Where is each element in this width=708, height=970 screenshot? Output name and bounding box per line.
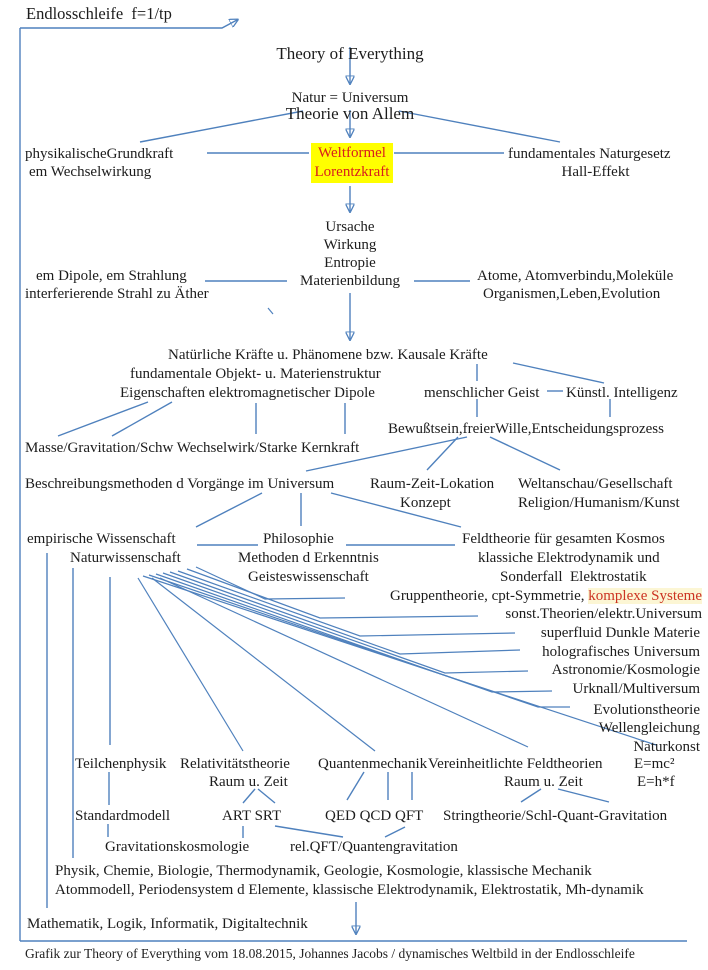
- node-urknall: Urknall/Multiversum: [572, 681, 701, 697]
- node-naturkonst: Naturkonst: [633, 739, 700, 755]
- node-feldtheorie: Feldtheorie für gesamten Kosmos: [462, 531, 665, 547]
- weltformel-line1: Weltformel: [318, 145, 386, 161]
- node-raum-zeit-rechts: Raum u. Zeit: [504, 774, 583, 790]
- node-mathematik-row: Mathematik, Logik, Informatik, Digitalte…: [27, 916, 308, 932]
- stray-tick: [267, 307, 274, 315]
- node-sonderfall-elektrostatik: Sonderfall Elektrostatik: [500, 569, 647, 585]
- node-hall-effekt: Hall-Effekt: [561, 164, 630, 180]
- node-natur-universum: Natur = Universum: [291, 90, 409, 106]
- node-grundkraft: physikalischeGrundkraft: [25, 146, 174, 162]
- node-raum-zeit-links: Raum u. Zeit: [209, 774, 288, 790]
- node-naturgesetz: fundamentales Naturgesetz: [508, 146, 671, 162]
- node-superfluid: superfluid Dunkle Materie: [540, 625, 700, 641]
- node-methoden-erkenntnis: Methoden d Erkenntnis: [238, 550, 379, 566]
- node-stringtheorie: Stringtheorie/Schl-Quant-Gravitation: [443, 808, 668, 824]
- node-beschreibungsmethoden: Beschreibungsmethoden d Vorgänge im Univ…: [25, 476, 335, 492]
- node-materienbildung: Materienbildung: [300, 273, 400, 289]
- node-interferierende-strahl: interferierende Strahl zu Äther: [25, 286, 209, 302]
- node-em-dipole: em Dipole, em Strahlung: [36, 268, 187, 284]
- node-ehf: E=h*f: [637, 774, 675, 790]
- node-emc2: E=mc²: [634, 756, 675, 772]
- node-empirische-wissenschaft: empirische Wissenschaft: [27, 531, 176, 547]
- node-rel-qft: rel.QFT/Quantengravitation: [290, 839, 458, 855]
- node-atommodell-row: Atommodell, Periodensystem d Elemente, k…: [55, 882, 644, 898]
- diagram-caption: Grafik zur Theory of Everything vom 18.0…: [25, 946, 635, 961]
- node-eigenschaften-dipole: Eigenschaften elektromagnetischer Dipole: [120, 385, 375, 401]
- node-astronomie: Astronomie/Kosmologie: [551, 662, 700, 678]
- node-holografisches-universum: holografisches Universum: [542, 644, 700, 660]
- node-vereinheitlichte-feldtheorien: Vereinheitlichte Feldtheorien: [428, 756, 603, 772]
- node-relativitaetstheorie: Relativitätstheorie: [180, 756, 290, 772]
- node-geisteswissenschaft: Geisteswissenschaft: [248, 569, 369, 585]
- node-organismen: Organismen,Leben,Evolution: [483, 286, 661, 302]
- node-natuerliche-kraefte: Natürliche Kräfte u. Phänomene bzw. Kaus…: [168, 347, 488, 363]
- node-klassische-elektrodynamik: klassiche Elektrodynamik und: [478, 550, 660, 566]
- node-em-wechselwirkung: em Wechselwirkung: [29, 164, 152, 180]
- node-materienstruktur: fundamentale Objekt- u. Materienstruktur: [130, 366, 381, 382]
- node-komplexe-systeme-highlighted: komplexe Systeme: [588, 588, 702, 604]
- node-wellengleichung: Wellengleichung: [598, 720, 700, 736]
- node-weltformel-highlighted: Weltformel Lorentzkraft: [311, 143, 393, 183]
- node-ursache: Ursache: [325, 219, 375, 235]
- node-entropie: Entropie: [324, 255, 376, 271]
- node-naturwissenschaft: Naturwissenschaft: [70, 550, 181, 566]
- node-gruppentheorie: Gruppentheorie, cpt-Symmetrie, komplexe …: [390, 587, 702, 605]
- node-standardmodell: Standardmodell: [75, 808, 170, 824]
- title-line-de: Theorie von Allem: [285, 104, 415, 123]
- gruppentheorie-prefix: Gruppentheorie, cpt-Symmetrie,: [389, 588, 589, 604]
- node-physik-row: Physik, Chemie, Biologie, Thermodynamik,…: [55, 863, 592, 879]
- node-menschlicher-geist: menschlicher Geist: [424, 385, 540, 401]
- node-wirkung: Wirkung: [323, 237, 377, 253]
- diagram-title: Theory of Everything Theorie von Allem: [240, 4, 460, 164]
- node-masse-gravitation: Masse/Gravitation/Schw Wechselwirk/Stark…: [25, 440, 360, 456]
- node-sonst-theorien: sonst.Theorien/elektr.Universum: [505, 606, 702, 622]
- node-teilchenphysik: Teilchenphysik: [75, 756, 167, 772]
- node-philosophie: Philosophie: [263, 531, 334, 547]
- node-raum-zeit-lokation: Raum-Zeit-Lokation: [370, 476, 495, 492]
- left-vertical-lines: [46, 553, 111, 908]
- node-quantenmechanik: Quantenmechanik: [318, 756, 428, 772]
- node-atome: Atome, Atomverbindu,Moleküle: [477, 268, 674, 284]
- weltformel-line2: Lorentzkraft: [314, 164, 390, 180]
- node-konzept: Konzept: [400, 495, 451, 511]
- node-qed-qcd-qft: QED QCD QFT: [325, 808, 424, 824]
- node-weltanschau: Weltanschau/Gesellschaft: [518, 476, 673, 492]
- node-bewusstsein: Bewußtsein,freierWille,Entscheidungsproz…: [388, 421, 664, 437]
- node-religion: Religion/Humanism/Kunst: [518, 495, 680, 511]
- endless-loop-label: Endlosschleife f=1/tp: [26, 4, 172, 23]
- node-gravitationskosmologie: Gravitationskosmologie: [105, 839, 250, 855]
- node-evolutionstheorie: Evolutionstheorie: [593, 702, 700, 718]
- title-line-en: Theory of Everything: [276, 44, 424, 63]
- node-kuenstl-intelligenz: Künstl. Intelligenz: [566, 385, 678, 401]
- node-art-srt: ART SRT: [222, 808, 282, 824]
